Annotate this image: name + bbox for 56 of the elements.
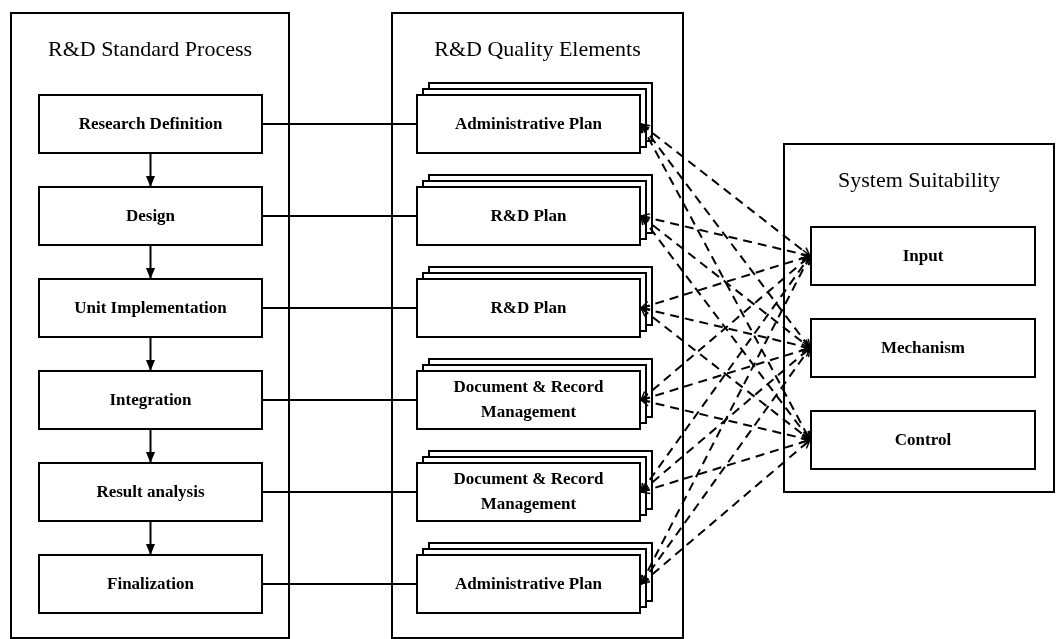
box-label: R&D Plan [490, 296, 567, 319]
dashed-arrow [640, 307, 811, 441]
process-box [416, 462, 641, 522]
box-label: Finalization [107, 572, 194, 595]
process-box [810, 410, 1036, 470]
arrow [145, 245, 156, 279]
box-label: Control [894, 428, 952, 451]
connector-line [262, 215, 417, 217]
process-box [810, 226, 1036, 286]
connector-line [262, 123, 417, 125]
dashed-arrow [640, 123, 811, 349]
process-box [810, 318, 1036, 378]
process-box [416, 278, 641, 338]
group-panel [783, 143, 1055, 493]
dashed-arrow [640, 215, 811, 441]
process-box [38, 370, 263, 430]
group-panel [10, 12, 290, 639]
box-label: Design [125, 204, 176, 227]
arrow [145, 429, 156, 463]
box-label: Integration [109, 388, 192, 411]
group-title: R&D Quality Elements [433, 36, 642, 62]
process-box [38, 94, 263, 154]
arrow [145, 153, 156, 187]
box-label: Input [902, 244, 944, 267]
connector-line [262, 583, 417, 585]
process-box [38, 278, 263, 338]
dashed-arrow [640, 439, 811, 585]
process-box [38, 462, 263, 522]
box-label: Document & Record Management [452, 376, 605, 423]
box-label: Research Definition [78, 112, 223, 135]
arrow [145, 337, 156, 371]
dashed-arrow [640, 347, 811, 493]
group-title: System Suitability [837, 167, 1001, 193]
box-label: Administrative Plan [455, 572, 602, 595]
box-label: Mechanism [880, 336, 965, 359]
process-box [416, 370, 641, 430]
group-title: R&D Standard Process [46, 36, 254, 62]
box-label: R&D Plan [490, 204, 567, 227]
process-box [38, 186, 263, 246]
process-box [416, 94, 641, 154]
dashed-arrow [640, 255, 811, 401]
group-panel [391, 12, 684, 639]
dashed-arrow [640, 215, 811, 349]
process-box [416, 554, 641, 614]
connector-line [262, 399, 417, 401]
dashed-arrow [640, 437, 811, 495]
box-label: Unit Implementation [74, 296, 227, 319]
process-box [416, 186, 641, 246]
box-label: Result analysis [96, 480, 205, 503]
dashed-arrow [640, 347, 811, 585]
connector-line [262, 307, 417, 309]
process-box [38, 554, 263, 614]
box-label: Administrative Plan [455, 112, 602, 135]
connector-line [262, 491, 417, 493]
box-label: Document & Record Management [452, 468, 605, 515]
arrow [145, 521, 156, 555]
